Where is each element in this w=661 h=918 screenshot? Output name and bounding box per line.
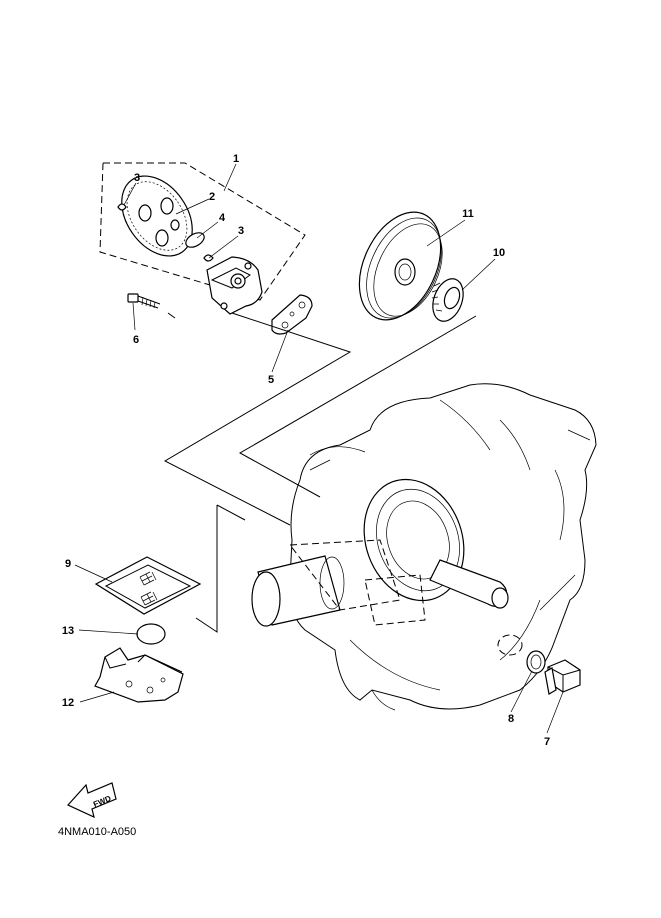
- leader-12: [79, 691, 115, 703]
- leader-10: [461, 258, 496, 291]
- pump-bolt[interactable]: [127, 293, 161, 309]
- circlip-upper[interactable]: [117, 203, 127, 211]
- leader-3b: [208, 235, 239, 259]
- callout-3-upper: 3: [134, 172, 140, 184]
- oil-pump-gear[interactable]: [107, 163, 207, 269]
- callout-9: 9: [65, 558, 71, 570]
- leader-3a: [123, 182, 137, 206]
- drain-plug-washer[interactable]: [526, 650, 546, 674]
- leader-11: [426, 219, 466, 247]
- diagram-code: 4NMA010-A050: [58, 826, 136, 838]
- leader-6: [132, 302, 136, 331]
- callout-10: 10: [493, 247, 505, 259]
- callout-2: 2: [209, 191, 215, 203]
- connector-strainer: [195, 504, 246, 633]
- drain-plug[interactable]: [544, 659, 581, 695]
- callout-1: 1: [233, 153, 239, 165]
- leader-5: [271, 329, 289, 373]
- oil-pump-assembly-outline: [99, 162, 306, 301]
- callout-8: 8: [508, 713, 514, 725]
- strainer-cap[interactable]: [136, 623, 166, 645]
- oil-pump-body[interactable]: [206, 256, 263, 315]
- callout-6: 6: [133, 334, 139, 346]
- leader-2: [175, 198, 210, 215]
- drive-gear[interactable]: [427, 275, 468, 326]
- leader-1: [223, 163, 237, 192]
- callout-3-lower: 3: [238, 225, 244, 237]
- strainer-plate[interactable]: [94, 647, 184, 703]
- leader-8: [510, 670, 533, 713]
- callout-11: 11: [462, 208, 474, 220]
- rotor-disc[interactable]: [343, 199, 456, 333]
- forward-direction-arrow: FWD: [67, 782, 117, 819]
- connector-pump-to-crank: [163, 312, 352, 526]
- leader-4: [196, 221, 219, 239]
- oil-strainer[interactable]: [94, 556, 202, 615]
- leader-9: [74, 564, 113, 583]
- callout-4: 4: [219, 212, 226, 224]
- leader-13: [78, 629, 139, 635]
- leader-7: [546, 691, 564, 734]
- callout-7: 7: [544, 736, 550, 748]
- callout-13: 13: [62, 625, 74, 637]
- connector-rotor-to-crank: [238, 315, 477, 498]
- callout-12: 12: [62, 697, 74, 709]
- pump-gasket[interactable]: [271, 294, 313, 335]
- crankcase: [251, 383, 597, 711]
- callout-5: 5: [268, 374, 274, 386]
